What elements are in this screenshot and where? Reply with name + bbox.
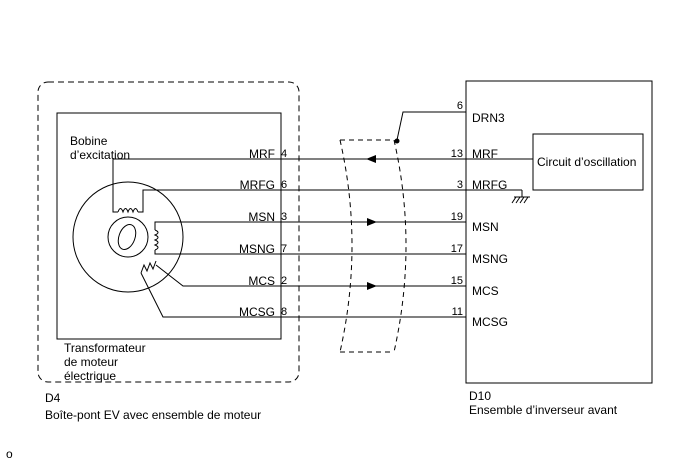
excitation-lead-b	[138, 189, 280, 213]
left-pin-number: 4	[281, 148, 287, 160]
left-pin-number: 3	[281, 211, 287, 223]
excitation-lead-a	[112, 159, 118, 213]
excitation-coil-label: Bobine	[70, 134, 108, 148]
left-connector-id: D4	[45, 391, 61, 405]
sine-lead-a	[154, 221, 280, 230]
right-signal-name: MSN	[472, 220, 499, 234]
drain-signal-name: DRN3	[472, 111, 505, 125]
right-component-name: Ensemble d’inverseur avant	[469, 403, 618, 417]
shield-outline-left	[339, 139, 353, 353]
left-pin-number: 8	[281, 306, 287, 318]
sine-lead-b	[154, 250, 280, 255]
inverter-box	[465, 80, 653, 384]
right-connector-id: D10	[469, 389, 491, 403]
cosine-lead-a	[155, 264, 280, 287]
right-pin-number: 6	[457, 100, 463, 112]
right-signal-name: MSNG	[472, 252, 508, 266]
left-signal-name: MRF	[249, 147, 275, 161]
right-signal-name: MCSG	[472, 315, 508, 329]
oscillation-circuit-box	[532, 133, 644, 191]
shield-drain-wire	[396, 111, 466, 141]
ground-icon	[511, 190, 530, 204]
resolver-label: Transformateur	[64, 341, 146, 355]
resolver-box	[56, 112, 282, 340]
left-signal-name: MCSG	[239, 305, 275, 319]
transaxle-boundary	[37, 81, 300, 383]
resolver-label-2: de moteur	[64, 355, 118, 369]
arrow-msn-icon	[367, 218, 377, 226]
left-signal-name: MSN	[248, 210, 275, 224]
left-component-name: Boîte-pont EV avec ensemble de moteur	[45, 408, 261, 422]
arrow-mrf-icon	[366, 155, 376, 163]
left-signal-name: MCS	[248, 274, 275, 288]
right-pin-number: 11	[452, 306, 463, 318]
resolver-stator	[72, 181, 184, 293]
left-signal-name: MRFG	[240, 178, 275, 192]
shield-outline-right	[393, 139, 407, 353]
right-pin-number: 13	[451, 148, 463, 160]
excitation-coil-label-2: d’excitation	[70, 148, 130, 162]
right-pin-number: 15	[451, 275, 463, 287]
left-pin-number: 7	[281, 243, 287, 255]
left-pin-number: 2	[281, 275, 287, 287]
right-signal-name: MRFG	[472, 178, 507, 192]
excitation-coil-icon	[117, 208, 139, 214]
arrow-mcs-icon	[367, 282, 377, 290]
right-signal-name: MRF	[472, 147, 498, 161]
footer-mark: o	[6, 447, 13, 461]
right-signal-name: MCS	[472, 284, 499, 298]
rotor-shaft	[117, 223, 137, 251]
oscillation-circuit-label: Circuit d’oscillation	[537, 155, 636, 169]
right-pin-number: 3	[457, 179, 463, 191]
left-signal-name: MSNG	[239, 242, 275, 256]
right-pin-number: 17	[451, 243, 463, 255]
cosine-coil-icon	[140, 260, 157, 274]
resolver-label-3: électrique	[64, 369, 116, 383]
resolver-rotor	[107, 216, 149, 258]
right-pin-number: 19	[451, 211, 463, 223]
left-pin-number: 6	[281, 179, 287, 191]
shield-junction-dot	[394, 138, 400, 144]
cosine-lead-b	[140, 272, 280, 318]
sine-coil-icon	[153, 229, 159, 251]
